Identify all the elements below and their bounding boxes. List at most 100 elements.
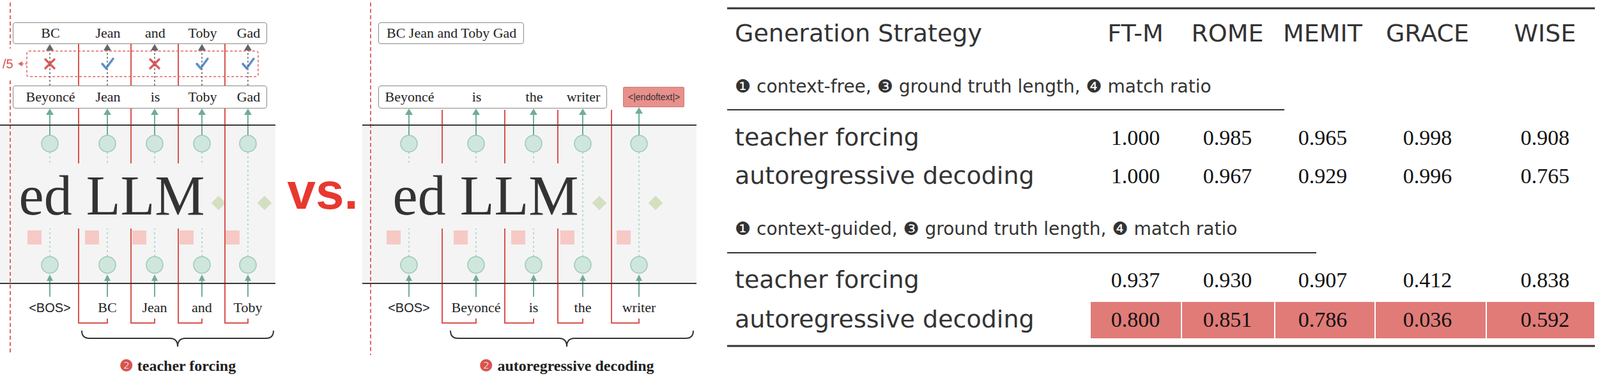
arrowhead	[46, 108, 54, 116]
input-token: <BOS>	[28, 300, 71, 316]
residual-line	[247, 152, 249, 257]
attention-square	[511, 230, 526, 245]
token-text: Toby	[188, 24, 218, 41]
match-check-box	[26, 51, 259, 77]
arrowhead	[472, 108, 480, 116]
attention-square	[84, 230, 100, 245]
output-line	[49, 125, 51, 136]
connector	[46, 108, 252, 125]
token-text: is	[472, 88, 482, 105]
input-token: Toby	[233, 299, 263, 316]
token-text: Beyoncé	[26, 88, 76, 105]
highlight-cell	[1375, 302, 1486, 339]
table-header: Generation Strategy	[734, 19, 983, 48]
column-header: GRACE	[1385, 19, 1470, 48]
table-cell: 0.965	[1298, 125, 1348, 151]
check-icon	[242, 58, 254, 69]
input-token: Jean	[141, 299, 167, 316]
connector	[405, 108, 587, 125]
embedding-circle	[146, 256, 163, 274]
input-arrowhead	[151, 274, 158, 282]
input-arrowhead	[405, 274, 413, 282]
output-box: Beyoncéisthewriter	[378, 85, 608, 109]
column-header: FT-M	[1107, 19, 1163, 48]
highlight-cell	[1182, 302, 1275, 339]
token-text: Toby	[188, 88, 218, 105]
attention-square	[560, 230, 575, 245]
embedding-circle	[193, 256, 211, 274]
input-arrowhead	[635, 274, 643, 282]
arrowhead	[529, 108, 538, 116]
table-rule	[727, 7, 1595, 10]
hidden-state-circle	[630, 135, 648, 153]
output-box: BeyoncéJeanisTobyGad	[12, 85, 268, 109]
table-rule	[727, 109, 1285, 111]
attention-square	[616, 230, 631, 245]
connector-line	[49, 115, 51, 125]
hidden-state-circle	[99, 135, 116, 153]
table-cell: 1.000	[1111, 163, 1161, 189]
highlight-cell	[1486, 302, 1595, 339]
connector-line	[49, 50, 51, 86]
table-cell: 0.838	[1520, 267, 1570, 293]
highlight-cell	[1090, 302, 1181, 339]
table-cell: 0.592	[1520, 307, 1570, 333]
arrowhead	[244, 108, 252, 116]
token-text: is	[150, 88, 161, 105]
attention-square	[453, 230, 468, 245]
table-cell: 0.937	[1111, 267, 1161, 293]
connector-line	[153, 115, 156, 125]
table-cell: 0.998	[1403, 125, 1453, 151]
versus-mark: vs.	[286, 162, 358, 222]
attention-square	[132, 230, 147, 245]
connector-line	[408, 115, 410, 125]
connector-line	[201, 50, 203, 86]
output-line	[532, 125, 535, 136]
arrowhead	[198, 44, 206, 51]
table-cell: 0.412	[1403, 267, 1453, 293]
table-cell: 0.908	[1520, 125, 1570, 151]
input-token: writer	[622, 299, 657, 316]
hidden-state-circle	[146, 135, 163, 153]
check-icon	[196, 58, 208, 69]
table-rule	[727, 252, 1317, 254]
connector-line	[201, 115, 203, 125]
row-header: teacher forcing	[734, 266, 920, 295]
embedding-circle	[239, 256, 257, 274]
arrowhead	[103, 108, 112, 116]
attention-square	[225, 230, 240, 245]
input-arrowhead	[244, 274, 252, 282]
table-cell: 0.929	[1298, 163, 1348, 189]
input-arrowhead	[198, 274, 206, 282]
token-text: <|endoftext|>	[628, 92, 680, 103]
brace	[450, 330, 694, 347]
input-token: the	[574, 299, 592, 316]
connector-line	[153, 50, 156, 86]
autoregressive-feed-line	[611, 109, 639, 324]
connector-line	[106, 115, 108, 125]
table-cell: 0.036	[1403, 307, 1453, 333]
brace	[81, 330, 274, 347]
section-header: ❶ context-free, ❸ ground truth length, ❹…	[734, 76, 1212, 98]
table-cell: 0.851	[1203, 307, 1253, 333]
table-cell: 0.967	[1203, 163, 1253, 189]
attention-square	[386, 230, 401, 245]
arrowhead	[198, 108, 206, 116]
hidden-state-circle	[41, 135, 59, 153]
llm-band: ed LLM	[0, 124, 276, 285]
hidden-state-circle	[574, 135, 592, 153]
input-arrowhead	[104, 274, 111, 282]
ffn-diamond	[592, 196, 608, 211]
output-line	[201, 125, 203, 136]
arrowhead	[150, 44, 159, 51]
arrowhead	[244, 44, 252, 51]
highlight-cell	[1275, 302, 1375, 339]
output-line	[106, 125, 108, 136]
embedding-circle	[99, 256, 116, 274]
output-line	[582, 125, 584, 136]
output-line	[408, 125, 410, 136]
input-arrowhead	[46, 274, 54, 282]
score-arrow	[22, 63, 27, 65]
input-token: and	[191, 299, 213, 316]
table-cell: 0.800	[1111, 307, 1161, 333]
